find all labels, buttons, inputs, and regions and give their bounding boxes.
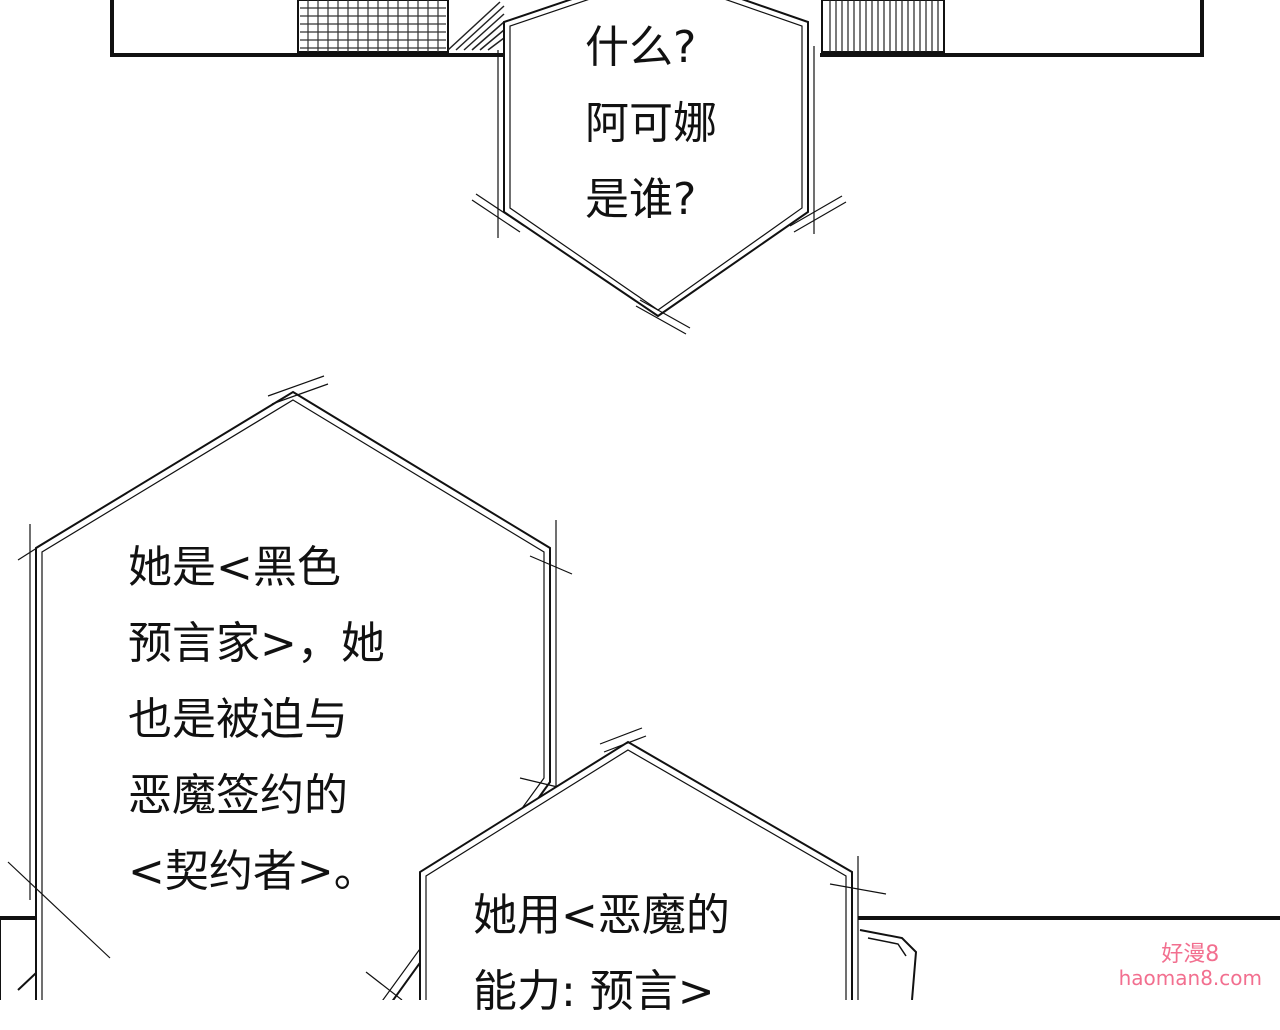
speech-bubble-2	[7, 375, 573, 1000]
speech-bubble-3	[365, 727, 887, 1000]
comic-panel-art	[0, 0, 1280, 1000]
watermark: 好漫8 haoman8.com	[1119, 942, 1262, 990]
bubble-line: 也是被迫与	[128, 694, 348, 745]
speech-bubble-1	[471, 0, 847, 335]
watermark-title: 好漫8	[1161, 941, 1220, 967]
bubble-line: 她用<恶魔的	[473, 890, 730, 941]
top-panel	[110, 0, 1204, 57]
bubble-line: 什么?	[585, 22, 697, 73]
bubble-line: 阿可娜	[585, 98, 717, 149]
bubble-line: <契约者>。	[128, 846, 378, 897]
bubble-line: 预言家>，她	[128, 618, 385, 669]
watermark-url: haoman8.com	[1118, 966, 1262, 990]
bubble-line: 能力: 预言>	[473, 966, 715, 1017]
bubble-line: 恶魔签约的	[128, 770, 348, 821]
bubble-line: 她是<黑色	[128, 542, 341, 593]
bubble-line: 是谁?	[585, 174, 697, 225]
